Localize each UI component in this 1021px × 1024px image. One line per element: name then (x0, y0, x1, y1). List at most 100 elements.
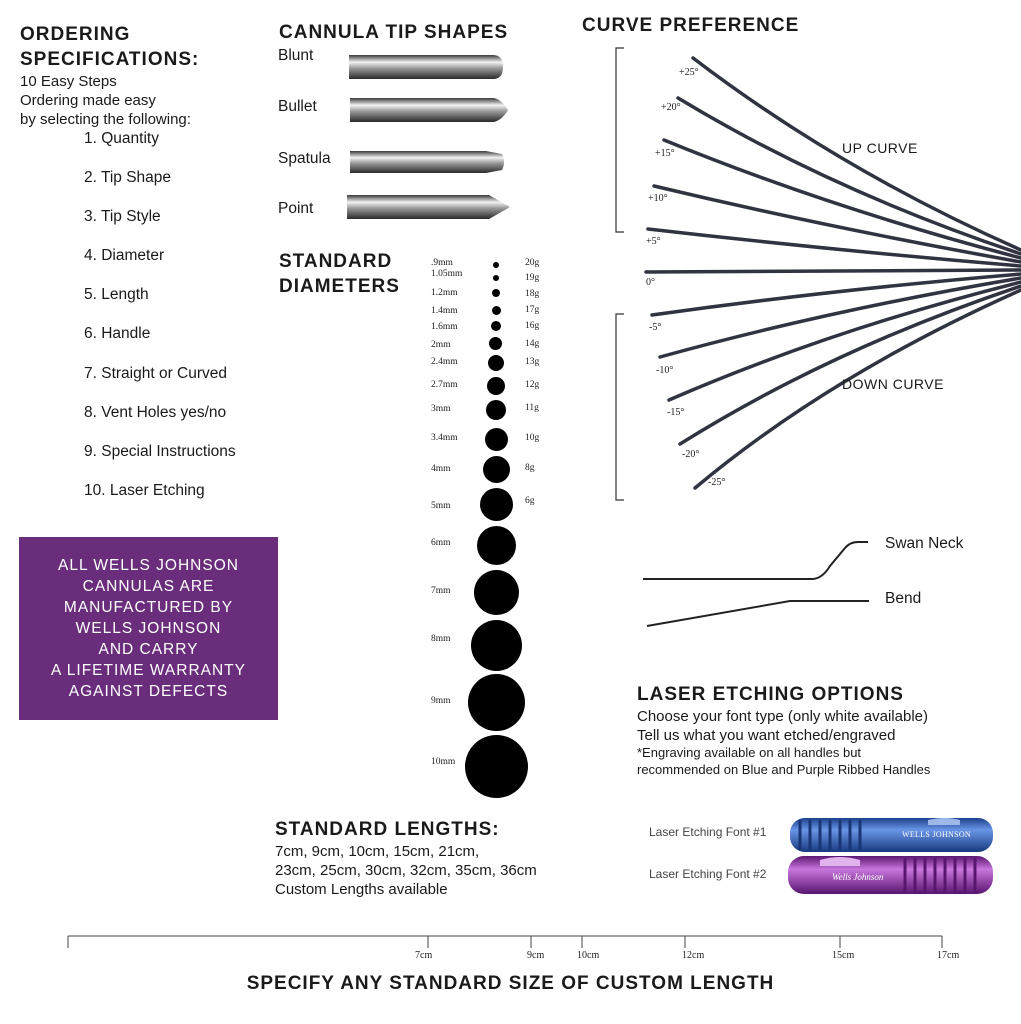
diameter-gauge-label: 10g (525, 433, 540, 443)
ruler-label: 10cm (577, 950, 600, 961)
ruler-label: 9cm (527, 950, 545, 961)
curve-preference-title: CURVE PREFERENCE (582, 15, 800, 36)
diameter-mm-label: .9mm (431, 258, 453, 268)
laser-font1-label: Laser Etching Font #1 (649, 825, 767, 839)
step-item: 2. Tip Shape (84, 169, 172, 186)
diameter-dot (492, 289, 500, 297)
diameter-dot (489, 337, 502, 350)
handle-purple-image (788, 856, 993, 894)
degree-label: +10° (648, 193, 668, 204)
ruler-label: 17cm (937, 950, 960, 961)
diameter-gauge-label: 14g (525, 339, 540, 349)
tip-spatula-image (350, 151, 504, 173)
degree-label: +5° (646, 236, 661, 247)
swan-neck-label: Swan Neck (885, 535, 964, 552)
tip-shapes-title: CANNULA TIP SHAPES (279, 22, 509, 43)
diameters-title-line2: DIAMETERS (279, 276, 400, 297)
ruler-label: 7cm (415, 950, 433, 961)
laser-etching-title: LASER ETCHING OPTIONS (637, 684, 904, 705)
diameter-dot (483, 456, 510, 483)
tip-bullet-image (350, 98, 508, 122)
laser-etching-line: Choose your font type (only white availa… (637, 708, 928, 725)
diameters-title-line1: STANDARD (279, 251, 393, 272)
diameter-mm-label: 5mm (431, 501, 451, 511)
diameter-mm-label: 2mm (431, 340, 451, 350)
warranty-text: ALL WELLS JOHNSON CANNULAS ARE MANUFACTU… (51, 557, 246, 700)
diameter-dot (491, 321, 501, 331)
specify-length-footer: SPECIFY ANY STANDARD SIZE OF CUSTOM LENG… (246, 973, 775, 994)
diameter-gauge-label: 12g (525, 380, 540, 390)
tip-label-blunt: Blunt (278, 47, 314, 64)
diameter-dot (492, 306, 501, 315)
step-item: 4. Diameter (84, 247, 165, 264)
lengths-line: Custom Lengths available (275, 881, 448, 898)
degree-label: -10° (656, 365, 674, 376)
ruler-label: 12cm (682, 950, 705, 961)
diameter-gauge-label: 19g (525, 273, 540, 283)
degree-label: +20° (661, 102, 681, 113)
tip-label-spatula: Spatula (278, 150, 331, 167)
diameter-gauge-label: 20g (525, 258, 540, 268)
tip-label-bullet: Bullet (278, 98, 317, 115)
ordering-title-line2: SPECIFICATIONS: (20, 49, 200, 70)
up-curve-label: UP CURVE (842, 140, 918, 156)
diameter-gauge-label: 18g (525, 289, 540, 299)
laser-font2-label: Laser Etching Font #2 (649, 867, 767, 881)
diameter-gauge-label: 11g (525, 403, 539, 413)
step-item: 6. Handle (84, 325, 151, 342)
degree-label: +15° (655, 148, 675, 159)
ordering-intro-line: Ordering made easy (20, 92, 156, 109)
diameter-mm-label: 8mm (431, 634, 451, 644)
lengths-line: 7cm, 9cm, 10cm, 15cm, 21cm, (275, 843, 480, 860)
diameter-dot (485, 428, 508, 451)
handle-blue-image (790, 818, 993, 852)
diameter-mm-label: 9mm (431, 696, 451, 706)
handle1-etching-text: WELLS JOHNSON (902, 830, 972, 839)
diameter-gauge-label: 8g (525, 463, 535, 473)
diameter-dot (474, 570, 519, 615)
standard-lengths-title: STANDARD LENGTHS: (275, 819, 500, 840)
diameter-gauge-label: 16g (525, 321, 540, 331)
diameter-dot (477, 526, 516, 565)
up-curve-bracket (615, 47, 624, 233)
tip-point-image (347, 195, 510, 219)
diameter-dot (480, 488, 513, 521)
laser-etching-note: recommended on Blue and Purple Ribbed Ha… (637, 762, 931, 777)
diameter-mm-label: 3.4mm (431, 433, 458, 443)
diameter-mm-label: 1.4mm (431, 306, 458, 316)
diameter-dot (471, 620, 522, 671)
degree-label: +25° (679, 67, 699, 78)
ruler-label: 15cm (832, 950, 855, 961)
diameters-title: STANDARD DIAMETERS (279, 249, 400, 299)
degree-label: -5° (649, 322, 662, 333)
degree-label: -20° (682, 449, 700, 460)
diameter-mm-label: 2.7mm (431, 380, 458, 390)
diameter-dot (493, 262, 499, 268)
tip-label-point: Point (278, 200, 314, 217)
ordering-title: ORDERING SPECIFICATIONS: (20, 22, 199, 72)
diameter-mm-label: 7mm (431, 586, 451, 596)
diameter-mm-label: 1.2mm (431, 288, 458, 298)
step-item: 10. Laser Etching (84, 482, 205, 499)
diameter-dot (487, 377, 505, 395)
step-item: 8. Vent Holes yes/no (84, 404, 227, 421)
warranty-box: ALL WELLS JOHNSON CANNULAS ARE MANUFACTU… (19, 537, 278, 720)
step-item: 9. Special Instructions (84, 443, 236, 460)
diameter-mm-label: 1.6mm (431, 322, 458, 332)
diameter-mm-label: 1.05mm (431, 269, 463, 279)
laser-etching-note: *Engraving available on all handles but (637, 745, 862, 760)
diameter-dot (486, 400, 506, 420)
diameter-dot (493, 275, 499, 281)
ordering-intro-line: 10 Easy Steps (20, 73, 117, 90)
step-item: 1. Quantity (84, 130, 159, 147)
diameter-mm-label: 3mm (431, 404, 451, 414)
down-curve-bracket (615, 313, 624, 501)
degree-label: -15° (667, 407, 685, 418)
bend-label: Bend (885, 590, 922, 607)
diameter-dot (488, 355, 504, 371)
ordering-title-line1: ORDERING (20, 24, 131, 45)
step-item: 3. Tip Style (84, 208, 161, 225)
step-item: 7. Straight or Curved (84, 365, 228, 382)
